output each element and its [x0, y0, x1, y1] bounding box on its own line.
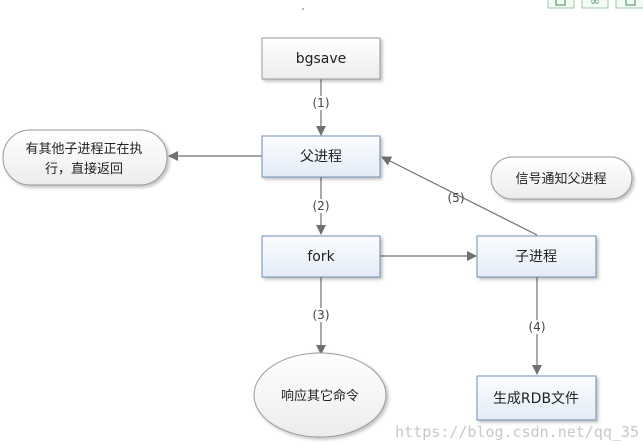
generate-rdb-box [476, 375, 597, 421]
step-labels: (1) (2) (3) (4) (5) [305, 96, 553, 334]
connectors [168, 79, 542, 375]
toolbar-icon-1 [555, 0, 566, 6]
parent-process-box [261, 135, 381, 178]
fork-label: fork [307, 249, 335, 265]
fork-box [261, 235, 381, 278]
bgsave-box [261, 37, 381, 80]
respond-commands-label: 响应其它命令 [281, 388, 359, 404]
toolbar-fragment[interactable]: ∞ [547, 0, 643, 9]
toolbar-button-3[interactable] [615, 0, 643, 9]
respond-commands-node [253, 352, 387, 438]
step-label-5: (5) [448, 191, 465, 205]
step-label-1: (1) [313, 96, 330, 110]
toolbar-button-1[interactable] [547, 0, 575, 9]
generate-rdb-label: 生成RDB文件 [493, 391, 579, 407]
parent-process-label: 父进程 [300, 149, 342, 165]
step-label-3: (3) [313, 308, 330, 322]
other-child-running-line2: 行，直接返回 [45, 161, 123, 177]
bgsave-label: bgsave [296, 51, 347, 67]
arrow-child-to-parent [381, 156, 538, 236]
signal-parent-label: 信号通知父进程 [515, 171, 606, 187]
child-process-label: 子进程 [515, 249, 557, 265]
other-child-running-line1: 有其他子进程正在执 [25, 142, 142, 157]
step-label-2: (2) [313, 199, 330, 213]
stray-dot [302, 8, 304, 10]
watermark-text: https://blog.csdn.net/qq_35 [395, 423, 639, 441]
toolbar-button-2[interactable] [581, 0, 609, 9]
child-process-box [476, 235, 597, 278]
toolbar-icon-3 [625, 0, 636, 6]
toolbar-icon-2: ∞ [590, 0, 600, 8]
signal-parent-node [490, 156, 633, 200]
step-label-4: (4) [529, 320, 546, 334]
other-child-running-node [2, 129, 168, 186]
